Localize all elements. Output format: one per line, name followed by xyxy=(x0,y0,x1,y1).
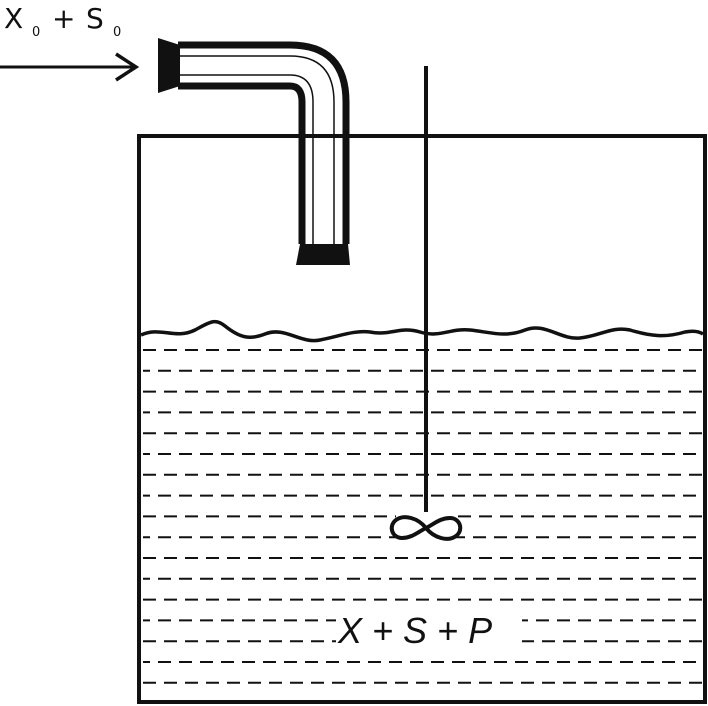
label-backdrop xyxy=(336,612,522,652)
inlet-pipe xyxy=(158,38,350,265)
feed-plus: + xyxy=(52,2,75,35)
impeller-icon xyxy=(389,512,463,544)
tank-contents-label: X + S + P xyxy=(337,610,492,651)
feed-label: X 0 + S 0 xyxy=(4,2,121,40)
right-arrow-icon xyxy=(0,52,140,82)
liquid-surface xyxy=(140,319,704,343)
feed-x-subscript: 0 xyxy=(32,25,40,40)
feed-x-symbol: X xyxy=(4,2,23,35)
feed-s-symbol: S xyxy=(86,2,104,35)
tank xyxy=(137,134,707,704)
feed-s-subscript: 0 xyxy=(113,25,121,40)
